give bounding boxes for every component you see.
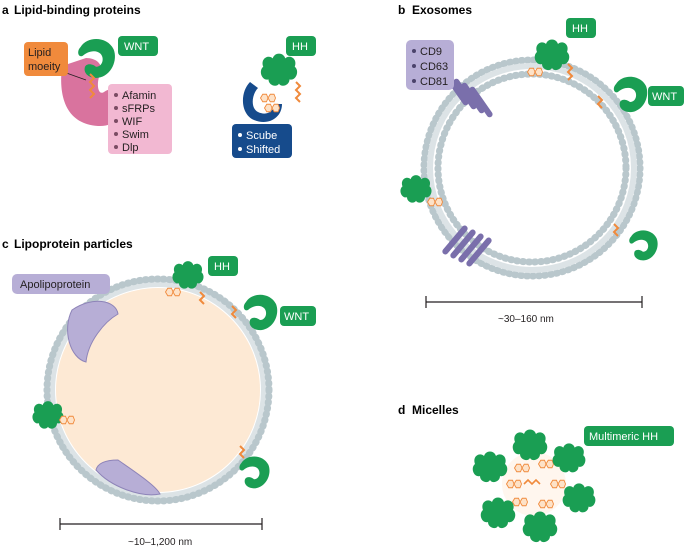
hh-binder-shape (242, 82, 282, 123)
panel-b: b Exosomes CD9 CD63 CD81 (398, 3, 684, 325)
panel-a-letter: a (2, 3, 9, 17)
hh-binder-item: Shifted (246, 144, 280, 156)
bullet-icon (114, 93, 118, 97)
palmitoyl-tail-icon (566, 63, 574, 81)
wnt-binders-box (108, 84, 172, 154)
bullet-icon (412, 49, 416, 53)
hh-protein-icon (480, 497, 516, 529)
marker-item: CD81 (420, 76, 448, 88)
panel-c-letter: c (2, 237, 9, 251)
exosome-scale-label: ~30–160 nm (498, 314, 554, 325)
panel-d: d Micelles Multimeric HH (398, 403, 674, 543)
hh-binders-box (232, 124, 292, 158)
panel-d-title: Micelles (412, 403, 459, 417)
bilayer-tails (427, 63, 637, 273)
panel-c: c Lipoprotein particles Apolipoprotein H… (2, 237, 316, 548)
micelle (472, 429, 596, 543)
bullet-icon (238, 147, 242, 151)
tetraspanin-top (445, 74, 493, 118)
palmitoyl-tail-icon (198, 291, 206, 305)
wnt-label: WNT (652, 91, 677, 103)
wnt-label: WNT (124, 41, 149, 53)
wnt-binder-item: Swim (122, 129, 149, 141)
bullet-icon (412, 64, 416, 68)
lipid-tail-icon (88, 73, 96, 99)
cholesterol-icon (260, 93, 276, 103)
wnt-binder-item: Afamin (122, 90, 156, 102)
hh-badge (208, 256, 238, 276)
lipid-tail-icon (612, 223, 620, 237)
marker-item: CD9 (420, 46, 442, 58)
wnt-protein-icon (239, 456, 270, 489)
apolipoprotein-shape (67, 300, 119, 363)
wnt-binder-item: sFRPs (122, 103, 156, 115)
hh-badge (566, 18, 596, 38)
wnt-binders-list: Afamin sFRPs WIF Swim Dlp (114, 90, 156, 154)
bullet-icon (238, 133, 242, 137)
panel-b-letter: b (398, 3, 405, 17)
bullet-icon (114, 132, 118, 136)
bullet-icon (412, 79, 416, 83)
bullet-icon (114, 119, 118, 123)
multimeric-hh-badge (584, 426, 674, 446)
tetraspanin-bottom (442, 225, 492, 267)
lipoprotein-tails (49, 281, 267, 499)
wnt-binder-item: WIF (122, 116, 142, 128)
multimeric-hh-label: Multimeric HH (589, 431, 658, 443)
lipid-moiety-label-2: moeity (28, 61, 61, 73)
lipid-moiety-badge (24, 42, 68, 76)
hh-protein-icon (260, 53, 298, 86)
wnt-protein-icon (629, 230, 658, 261)
lipid-tail-icon (230, 305, 238, 319)
lipid-moiety-label-1: Lipid (28, 47, 51, 59)
marker-item: CD63 (420, 61, 448, 73)
bullet-icon (114, 106, 118, 110)
hh-protein-icon (522, 511, 558, 543)
apolipoprotein-label: Apolipoprotein (20, 279, 90, 291)
lipoprotein-monolayer (43, 275, 273, 505)
wnt-badge (118, 36, 158, 56)
panel-a: a Lipid-binding proteins Lipid moeity WN… (2, 3, 316, 158)
panel-d-letter: d (398, 403, 405, 417)
lipid-tail-icon (238, 445, 246, 459)
lipoprotein-scale-bar (59, 518, 263, 530)
exosome-markers-box (406, 40, 454, 90)
palmitoyl-tail-icon (523, 478, 541, 486)
wnt-binder-item: Dlp (122, 142, 139, 154)
palmitoyl-tail-icon (294, 81, 302, 103)
hh-label: HH (214, 261, 230, 273)
wnt-badge (648, 86, 684, 106)
hh-label: HH (572, 23, 588, 35)
panel-c-title: Lipoprotein particles (14, 237, 133, 251)
hh-binder-item: Scube (246, 130, 277, 142)
wnt-badge (280, 306, 316, 326)
hh-badge (286, 36, 316, 56)
apolipoprotein-badge (12, 274, 110, 294)
hh-protein-icon (562, 483, 596, 513)
outer-bilayer (420, 56, 644, 280)
lipid-tail-icon (596, 95, 604, 109)
panel-a-title: Lipid-binding proteins (14, 3, 141, 17)
lipoprotein-core (56, 288, 260, 492)
wnt-label: WNT (284, 311, 309, 323)
exosome-markers-list: CD9 CD63 CD81 (412, 46, 448, 88)
hh-protein-icon (472, 451, 508, 483)
hh-binders-list: Scube Shifted (238, 130, 280, 156)
bullet-icon (114, 145, 118, 149)
apolipoprotein-shape (95, 459, 161, 496)
hh-label: HH (292, 41, 308, 53)
exosome-scale-bar (425, 296, 643, 308)
panel-b-title: Exosomes (412, 3, 472, 17)
lipoprotein-scale-label: ~10–1,200 nm (128, 537, 192, 548)
